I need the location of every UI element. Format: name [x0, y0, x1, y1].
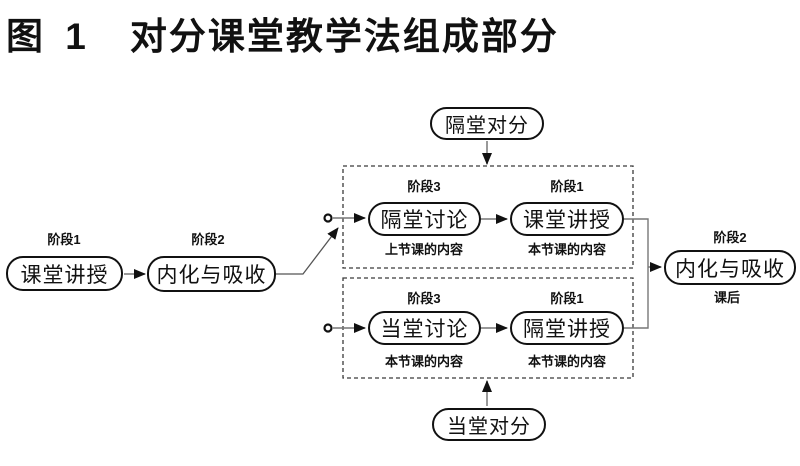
note-lower-discussion: 本节课的内容: [384, 354, 464, 369]
note-lower-lecture: 本节课的内容: [527, 354, 607, 369]
node-lecture-left: 课堂讲授: [6, 256, 123, 291]
note-right-after-class: 课后: [713, 290, 741, 305]
junction-circle-upper: [323, 213, 333, 223]
node-alternate-split: 隔堂对分: [430, 107, 544, 140]
node-lower-discussion: 当堂讨论: [368, 311, 481, 345]
note-upper-lecture: 本节课的内容: [527, 242, 607, 257]
stage-label-lower-3: 阶段3: [407, 291, 441, 306]
stage-label-left-1: 阶段1: [47, 232, 81, 247]
node-upper-lecture: 课堂讲授: [510, 202, 624, 236]
figure-title-text: 对分课堂教学法组成部分: [129, 16, 559, 57]
stage-label-upper-3: 阶段3: [407, 179, 441, 194]
merge-bracket: [624, 218, 649, 329]
figure-number: 图 1: [6, 16, 92, 57]
stage-label-left-2: 阶段2: [191, 232, 225, 247]
junction-circle-lower: [323, 323, 333, 333]
stage-label-right-2: 阶段2: [713, 230, 747, 245]
node-internalize-left: 内化与吸收: [147, 256, 276, 292]
node-inclass-split: 当堂对分: [432, 408, 546, 441]
node-upper-discussion: 隔堂讨论: [368, 202, 481, 236]
stage-label-upper-1: 阶段1: [550, 179, 584, 194]
stage-label-lower-1: 阶段1: [550, 291, 584, 306]
node-lower-lecture: 隔堂讲授: [510, 311, 624, 345]
figure-title: 图 1 对分课堂教学法组成部分: [6, 6, 559, 60]
node-internalize-right: 内化与吸收: [664, 250, 796, 285]
note-upper-discussion: 上节课的内容: [384, 242, 464, 257]
arrow-internalize-to-upper-entry: [276, 227, 339, 275]
